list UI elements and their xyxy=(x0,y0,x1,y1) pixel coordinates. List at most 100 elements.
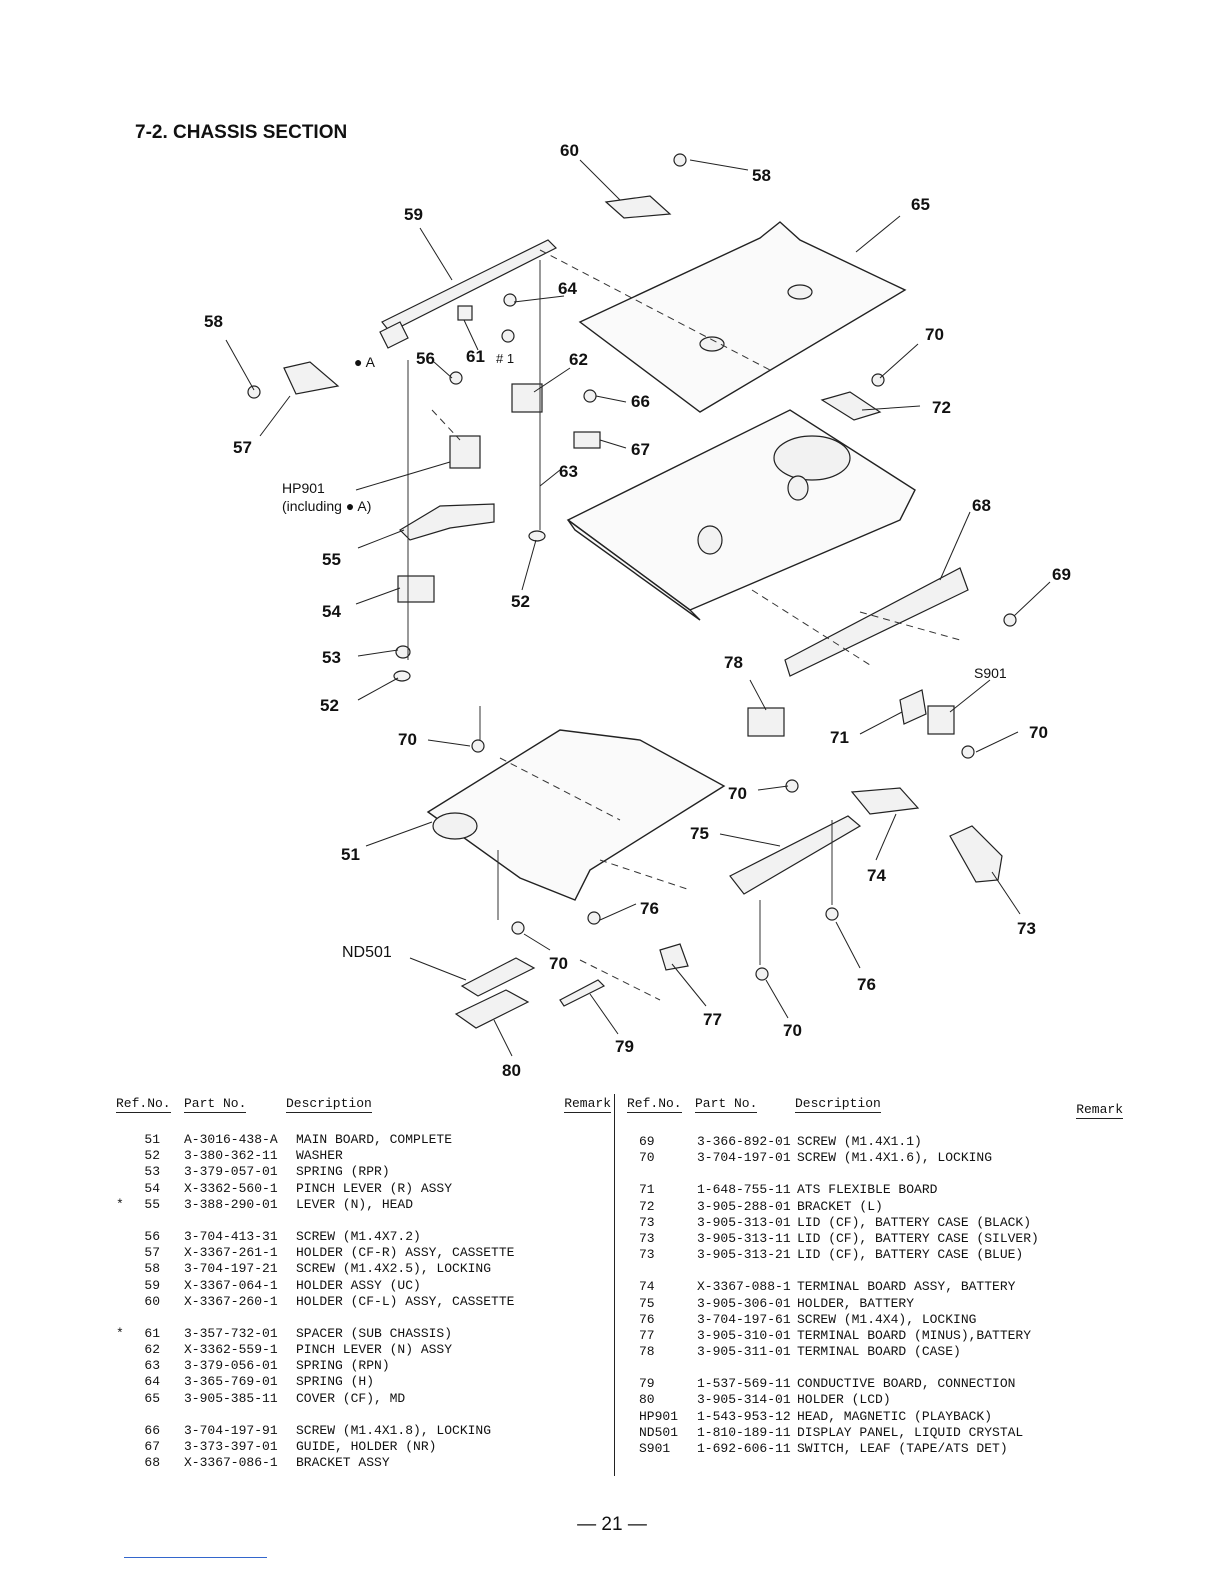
callout-55: 55 xyxy=(322,550,341,569)
ref-no-cell: 58 xyxy=(144,1261,160,1277)
description-cell: TERMINAL BOARD (CASE) xyxy=(797,1344,961,1360)
description-cell: PINCH LEVER (R) ASSY xyxy=(296,1180,453,1196)
spacer-part xyxy=(457,305,473,321)
part-no-cell: 3-366-892-01 xyxy=(697,1134,791,1149)
part-no-cell: 3-365-769-01 xyxy=(184,1374,278,1390)
part-no-cell: X-3362-559-1 xyxy=(184,1342,278,1358)
row-mark: * xyxy=(116,1325,124,1341)
row-mark xyxy=(116,1423,130,1439)
row-mark xyxy=(116,1278,130,1294)
display-panel-part xyxy=(460,957,536,997)
part-no-cell: X-3367-088-1 xyxy=(697,1279,791,1295)
part-no-cell: X-3367-260-1 xyxy=(184,1293,278,1309)
row-mark xyxy=(116,1358,130,1374)
row-mark xyxy=(627,1150,635,1166)
terminal-case-part xyxy=(747,707,785,737)
part-no-cell: 3-905-313-21 xyxy=(697,1247,791,1263)
holder-cf-r-part xyxy=(283,361,340,395)
part-no-cell: 3-704-197-21 xyxy=(184,1261,278,1277)
description-cell: COVER (CF), MD xyxy=(296,1390,406,1406)
part-no-cell: X-3362-560-1 xyxy=(184,1180,278,1196)
part-no-cell: 3-704-197-01 xyxy=(697,1150,791,1166)
nd501-label: ND501 xyxy=(342,944,392,961)
row-mark xyxy=(627,1231,635,1247)
row-mark xyxy=(627,1279,635,1295)
part-no-cell: 1-692-606-11 xyxy=(697,1441,791,1456)
callout-54: 54 xyxy=(322,602,341,621)
table-header: Ref.No. Part No. Description Remark xyxy=(627,1094,1123,1124)
header-remark: Remark xyxy=(564,1096,611,1113)
callout-70: 70 xyxy=(728,784,747,803)
description-cell: GUIDE, HOLDER (NR) xyxy=(296,1439,437,1454)
callout-69: 69 xyxy=(1052,565,1071,584)
callout-52: 52 xyxy=(511,592,530,611)
description-cell: SPRING (RPN) xyxy=(296,1358,390,1374)
guide-holder-part xyxy=(573,431,601,449)
ref-no-cell: 64 xyxy=(144,1374,160,1390)
ref-no-cell: 55 xyxy=(144,1196,160,1212)
description-cell: LID (CF), BATTERY CASE (BLACK) xyxy=(797,1214,1032,1230)
ref-no-cell: 68 xyxy=(144,1455,160,1471)
row-mark xyxy=(116,1374,130,1390)
table-divider xyxy=(614,1094,615,1476)
callout-62: 62 xyxy=(569,350,588,369)
part-no-cell: 3-905-313-01 xyxy=(697,1214,791,1230)
spring-part xyxy=(503,293,517,307)
description-cell: SCREW (M1.4X1.8), LOCKING xyxy=(296,1422,492,1438)
callout-57: 57 xyxy=(233,438,252,457)
description-cell: TERMINAL BOARD ASSY, BATTERY xyxy=(797,1279,1016,1295)
description-cell: SCREW (M1.4X7.2) xyxy=(296,1228,421,1244)
description-cell: SCREW (M1.4X1.6), LOCKING xyxy=(797,1150,993,1166)
part-no-cell: 3-379-057-01 xyxy=(184,1164,278,1180)
header-part-no: Part No. xyxy=(184,1096,247,1113)
ref-no-cell: 51 xyxy=(144,1132,160,1147)
description-cell: ATS FLEXIBLE BOARD xyxy=(797,1182,938,1198)
callout-63: 63 xyxy=(559,462,578,481)
ref-no-cell: 65 xyxy=(144,1390,160,1406)
row-mark xyxy=(116,1132,130,1148)
battery-lid-part xyxy=(949,825,1003,883)
ref-no-cell: 70 xyxy=(639,1150,655,1166)
page-number: — 21 — xyxy=(577,1514,647,1535)
callout-70: 70 xyxy=(549,954,568,973)
callout-56: 56 xyxy=(416,349,435,368)
description-cell: PINCH LEVER (N) ASSY xyxy=(296,1342,453,1358)
leader-lines xyxy=(225,159,1051,1057)
ref-no-cell: ND501 xyxy=(639,1424,679,1440)
table-row: 70 3-704-197-01 SCREW (M1.4X1.6), LOCKING xyxy=(627,1150,1123,1166)
s901-label: S901 xyxy=(974,665,1007,681)
row-mark xyxy=(627,1344,635,1360)
header-description: Description xyxy=(286,1096,372,1113)
part-no-cell: 1-648-755-11 xyxy=(697,1182,791,1198)
ref-no-cell: S901 xyxy=(639,1441,671,1456)
callout-70: 70 xyxy=(398,730,417,749)
ref-no-cell: 75 xyxy=(639,1295,655,1311)
description-cell: HEAD, MAGNETIC (PLAYBACK) xyxy=(797,1408,993,1424)
ref-no-cell: 71 xyxy=(639,1182,655,1198)
description-cell: LID (CF), BATTERY CASE (BLUE) xyxy=(797,1247,1024,1263)
callout-53: 53 xyxy=(322,648,341,667)
row-mark xyxy=(627,1247,635,1263)
callout-52: 52 xyxy=(320,696,339,715)
part-no-cell: 1-537-569-11 xyxy=(697,1376,791,1392)
part-no-cell: X-3367-261-1 xyxy=(184,1245,278,1261)
part-no-cell: X-3367-086-1 xyxy=(184,1455,278,1471)
conductive-board-part xyxy=(559,979,606,1007)
part-no-cell: 3-704-413-31 xyxy=(184,1228,278,1244)
callout-79: 79 xyxy=(615,1037,634,1056)
callout-61-note: # 1 xyxy=(496,351,514,366)
part-no-cell: 3-905-306-01 xyxy=(697,1295,791,1311)
cover-part xyxy=(578,221,907,413)
callout-59: 59 xyxy=(404,205,423,224)
